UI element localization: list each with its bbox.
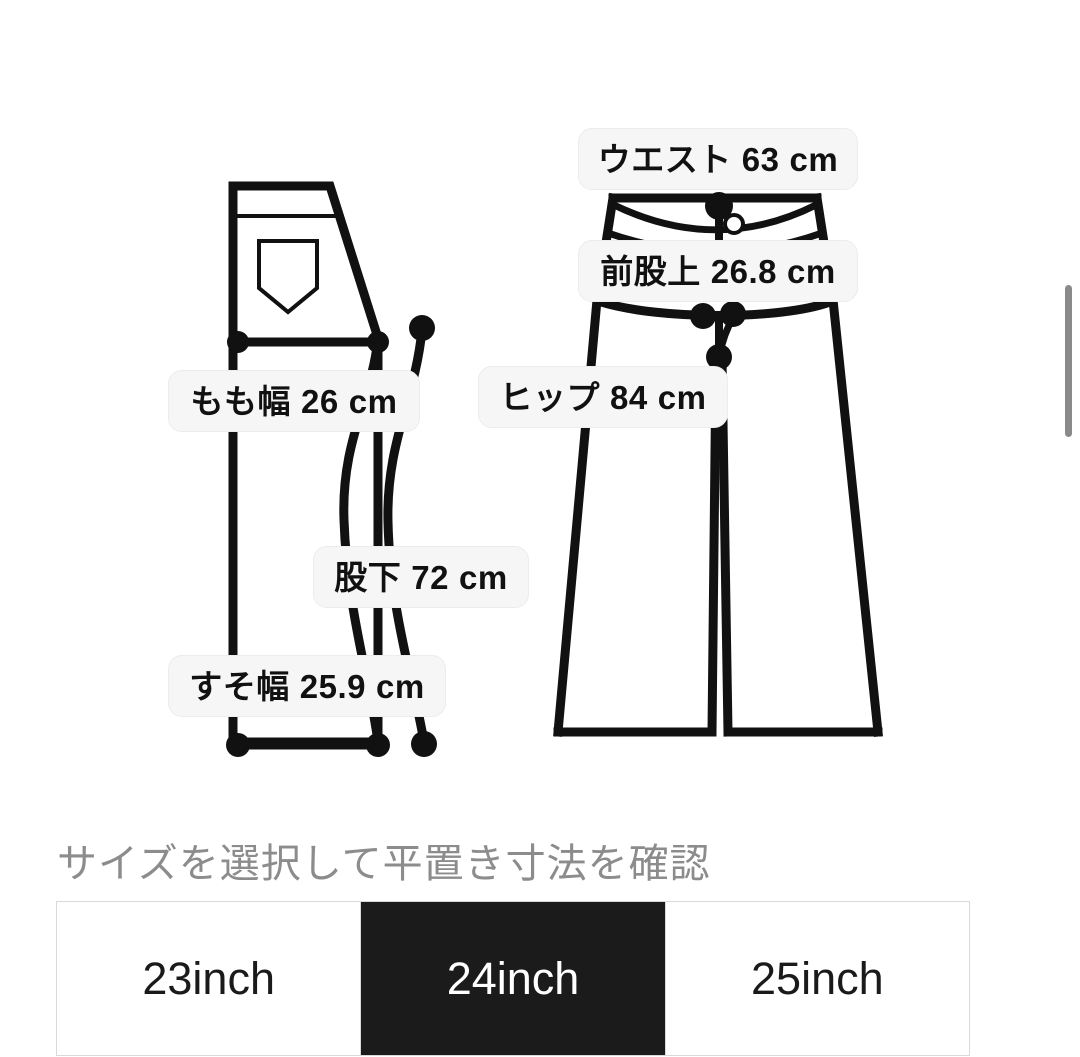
size-option-25inch[interactable]: 25inch [665, 902, 969, 1055]
label-hip-value: 84 [610, 378, 648, 416]
label-hem-width-name: すそ幅 [189, 667, 290, 705]
label-hip-unit: cm [657, 378, 707, 416]
thigh-measure-line [227, 331, 389, 353]
label-thigh-width-unit: cm [348, 382, 398, 420]
label-hip-name: ヒップ [499, 378, 601, 416]
hip-dot-right [720, 301, 746, 327]
size-selector-caption: サイズを選択して平置き寸法を確認 [57, 842, 711, 886]
label-hem-width-value: 25.9 [299, 667, 367, 705]
label-hem-width: すそ幅 25.9 cm [168, 655, 446, 717]
label-inseam-value: 72 [411, 558, 449, 596]
left-back-pocket-icon [257, 239, 319, 315]
measurement-diagram: ウエスト 63 cm 前股上 26.8 cm ヒップ 84 cm もも幅 26 … [168, 128, 883, 757]
label-front-rise: 前股上 26.8 cm [578, 240, 858, 302]
crotch-point-dot [706, 344, 732, 370]
button-hole-icon [723, 213, 745, 235]
size-option-23inch-label: 23inch [142, 952, 275, 1004]
inseam-top-dot [409, 315, 435, 341]
size-option-23inch[interactable]: 23inch [57, 902, 362, 1055]
label-waist-unit: cm [789, 140, 839, 178]
size-selector[interactable]: 23inch 24inch 25inch [56, 901, 970, 1056]
label-hip: ヒップ 84 cm [478, 366, 728, 428]
label-thigh-width-value: 26 [301, 382, 339, 420]
label-waist-value: 63 [741, 140, 780, 178]
scrollbar-track[interactable] [1058, 0, 1080, 1057]
size-option-24inch[interactable]: 24inch [361, 902, 666, 1055]
label-inseam: 股下 72 cm [313, 546, 529, 608]
label-waist-name: ウエスト [597, 140, 732, 178]
label-front-rise-unit: cm [787, 252, 836, 290]
label-inseam-name: 股下 [334, 558, 402, 596]
hem-measure-line [226, 733, 390, 757]
hip-dot-left [690, 303, 716, 329]
waist-button-dot [705, 192, 733, 220]
label-front-rise-name: 前股上 [600, 252, 701, 290]
label-waist: ウエスト 63 cm [578, 128, 858, 190]
inseam-bottom-dot [411, 731, 437, 757]
label-hem-width-unit: cm [376, 667, 425, 705]
size-option-25inch-label: 25inch [751, 952, 884, 1004]
size-option-24inch-label: 24inch [446, 952, 580, 1004]
label-thigh-width-name: もも幅 [190, 382, 292, 420]
label-thigh-width: もも幅 26 cm [168, 370, 420, 432]
scrollbar-thumb[interactable] [1065, 285, 1072, 437]
label-inseam-unit: cm [459, 558, 508, 596]
label-front-rise-value: 26.8 [710, 252, 778, 290]
